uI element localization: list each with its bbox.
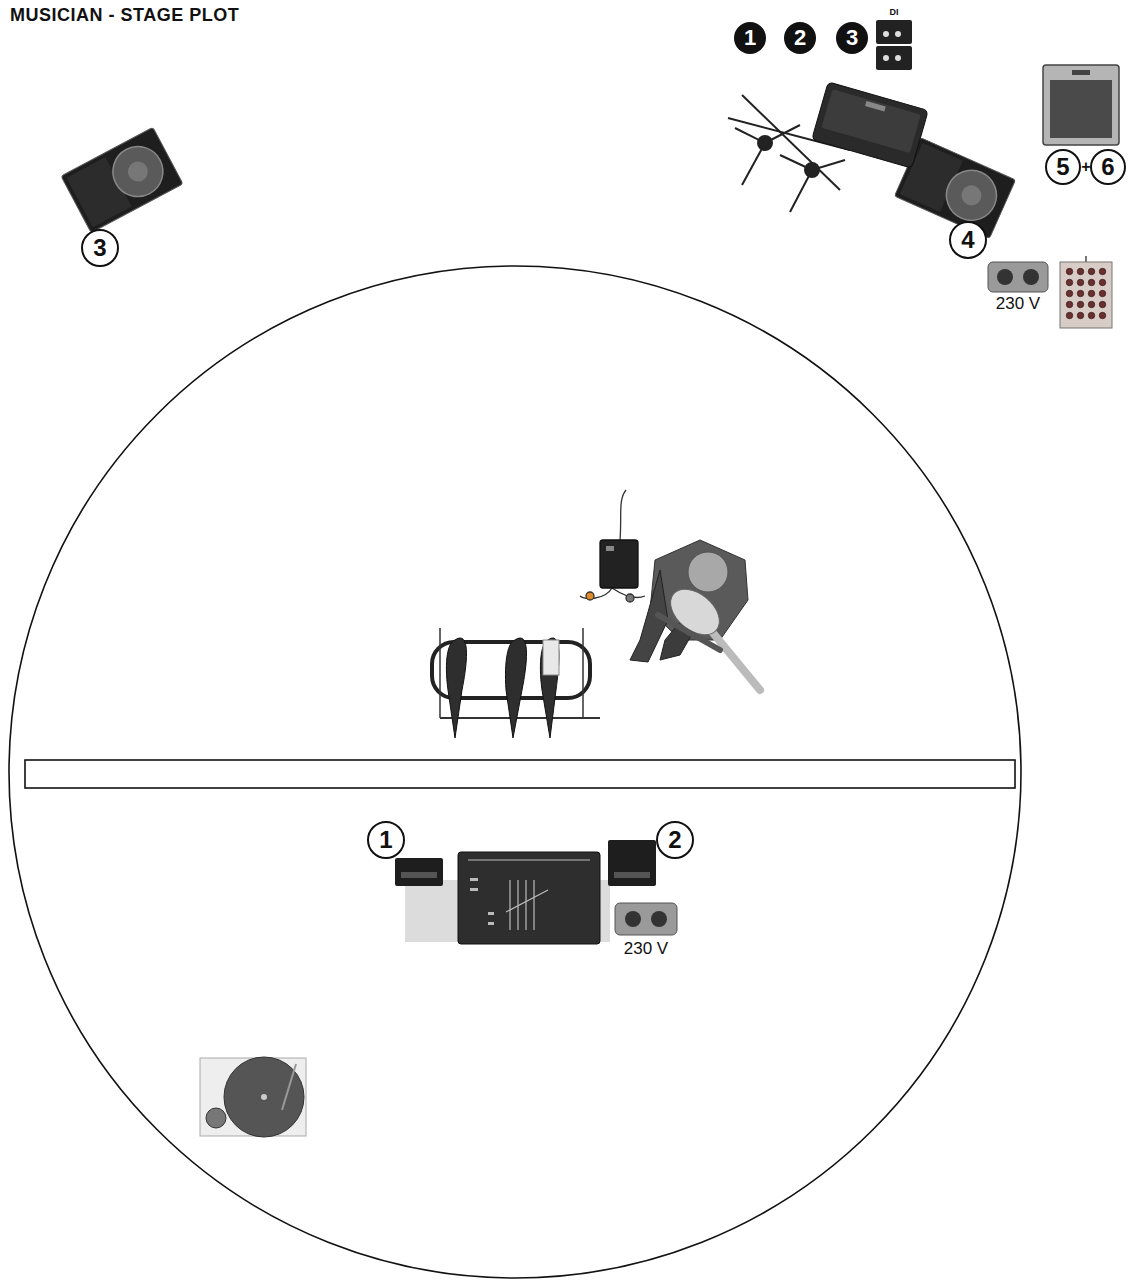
wireless-pack-part (626, 594, 634, 602)
amp-head-part (812, 82, 929, 168)
amp-head-part (865, 101, 886, 111)
callout-number: 1 (367, 821, 405, 859)
wireless-pack (580, 490, 645, 602)
mixer-table-part (395, 858, 443, 886)
monitor-wedge-part (124, 158, 151, 185)
stage-box-part (1060, 262, 1112, 328)
guitar-stand-part (540, 638, 559, 738)
mixer-table-part (470, 878, 494, 925)
power-outlet-part (625, 911, 641, 927)
guitar-stand-part (543, 640, 559, 675)
monitor-wedge-part (958, 182, 984, 208)
amp-head (812, 82, 929, 168)
power-outlet-part (651, 911, 667, 927)
di-box-part (895, 55, 901, 61)
combo-amp-part (1072, 70, 1090, 75)
turntable-part (200, 1058, 306, 1136)
mixer-table-part-part (533, 880, 534, 930)
callout-number: 5 (1045, 149, 1081, 185)
combo-amp-part (1050, 80, 1112, 138)
mixer-table-part (401, 872, 437, 878)
di-box-part (883, 31, 889, 37)
di-box (876, 20, 912, 70)
guitar-stand (432, 628, 600, 738)
di-box-part (883, 55, 889, 61)
device-label: DI (889, 8, 900, 17)
callout-number: 3 (81, 229, 119, 267)
monitor-wedge-part (104, 138, 172, 206)
turntable-part (206, 1108, 226, 1128)
guitar-stand-part (439, 628, 441, 718)
guitar-stand-part (582, 628, 584, 718)
callout-number: 2 (784, 22, 816, 54)
mixer-table-part-part (488, 922, 494, 925)
wireless-pack-part (600, 540, 638, 588)
mixer-table-part-part (488, 912, 494, 915)
callout-number: 6 (1090, 149, 1126, 185)
monitor-wedge (61, 127, 183, 232)
callout-number: 3 (836, 22, 868, 54)
mic-stand-part (758, 136, 772, 150)
stage-box (1060, 256, 1112, 328)
stage-box-part (1064, 266, 1108, 321)
guitar-stand-part (446, 638, 466, 738)
combo-amp-part (1043, 65, 1119, 145)
monitor-wedge-part (61, 127, 183, 232)
di-box-part (876, 20, 912, 44)
turntable-part (224, 1057, 304, 1137)
power-outlet-part (997, 269, 1013, 285)
mixer-table-part (468, 860, 590, 930)
stage-box-part (1085, 256, 1087, 262)
monitor-wedge-part (938, 162, 1004, 228)
wireless-pack-part (586, 592, 594, 600)
turntable-part (261, 1094, 267, 1100)
turntable (200, 1057, 306, 1137)
guitar-stand-part (505, 638, 526, 738)
mixer-table-part (458, 852, 600, 944)
callout-number: 1 (734, 22, 766, 54)
plot-title: MUSICIAN - STAGE PLOT (10, 6, 239, 24)
callout-number: 2 (656, 821, 694, 859)
guitar-stand-part (440, 717, 600, 719)
combo-amp (1043, 65, 1119, 145)
turntable-part (282, 1064, 296, 1110)
musician-part (658, 615, 720, 650)
di-box-part (876, 46, 912, 70)
riser-bar (25, 760, 1015, 788)
di-box-part (895, 31, 901, 37)
mixer-table-part-part (470, 878, 478, 881)
stage-circle (9, 266, 1021, 1278)
power-outlet (615, 903, 677, 935)
power-outlet-part (1023, 269, 1039, 285)
wireless-pack-part (606, 546, 614, 551)
power-outlet-part (988, 262, 1048, 292)
voltage-label: 230 V (622, 940, 670, 957)
voltage-label: 230 V (994, 295, 1042, 312)
mic-stand-part (805, 163, 819, 177)
musician (630, 540, 760, 690)
power-outlet (988, 262, 1048, 292)
mixer-table-part-part (509, 880, 510, 930)
mixer-table-part (614, 872, 650, 878)
wireless-pack-part (620, 490, 626, 540)
mixer-table-part-part (468, 859, 590, 860)
musician-part (688, 552, 728, 592)
mixer-table-part (608, 840, 656, 886)
amp-head-part (821, 89, 920, 153)
mixer-table-part-part (525, 880, 526, 930)
power-outlet-part (615, 903, 677, 935)
mixer-table-part-part (470, 888, 478, 891)
mixer-table-part-part (506, 890, 548, 912)
callout-number: 4 (949, 221, 987, 259)
